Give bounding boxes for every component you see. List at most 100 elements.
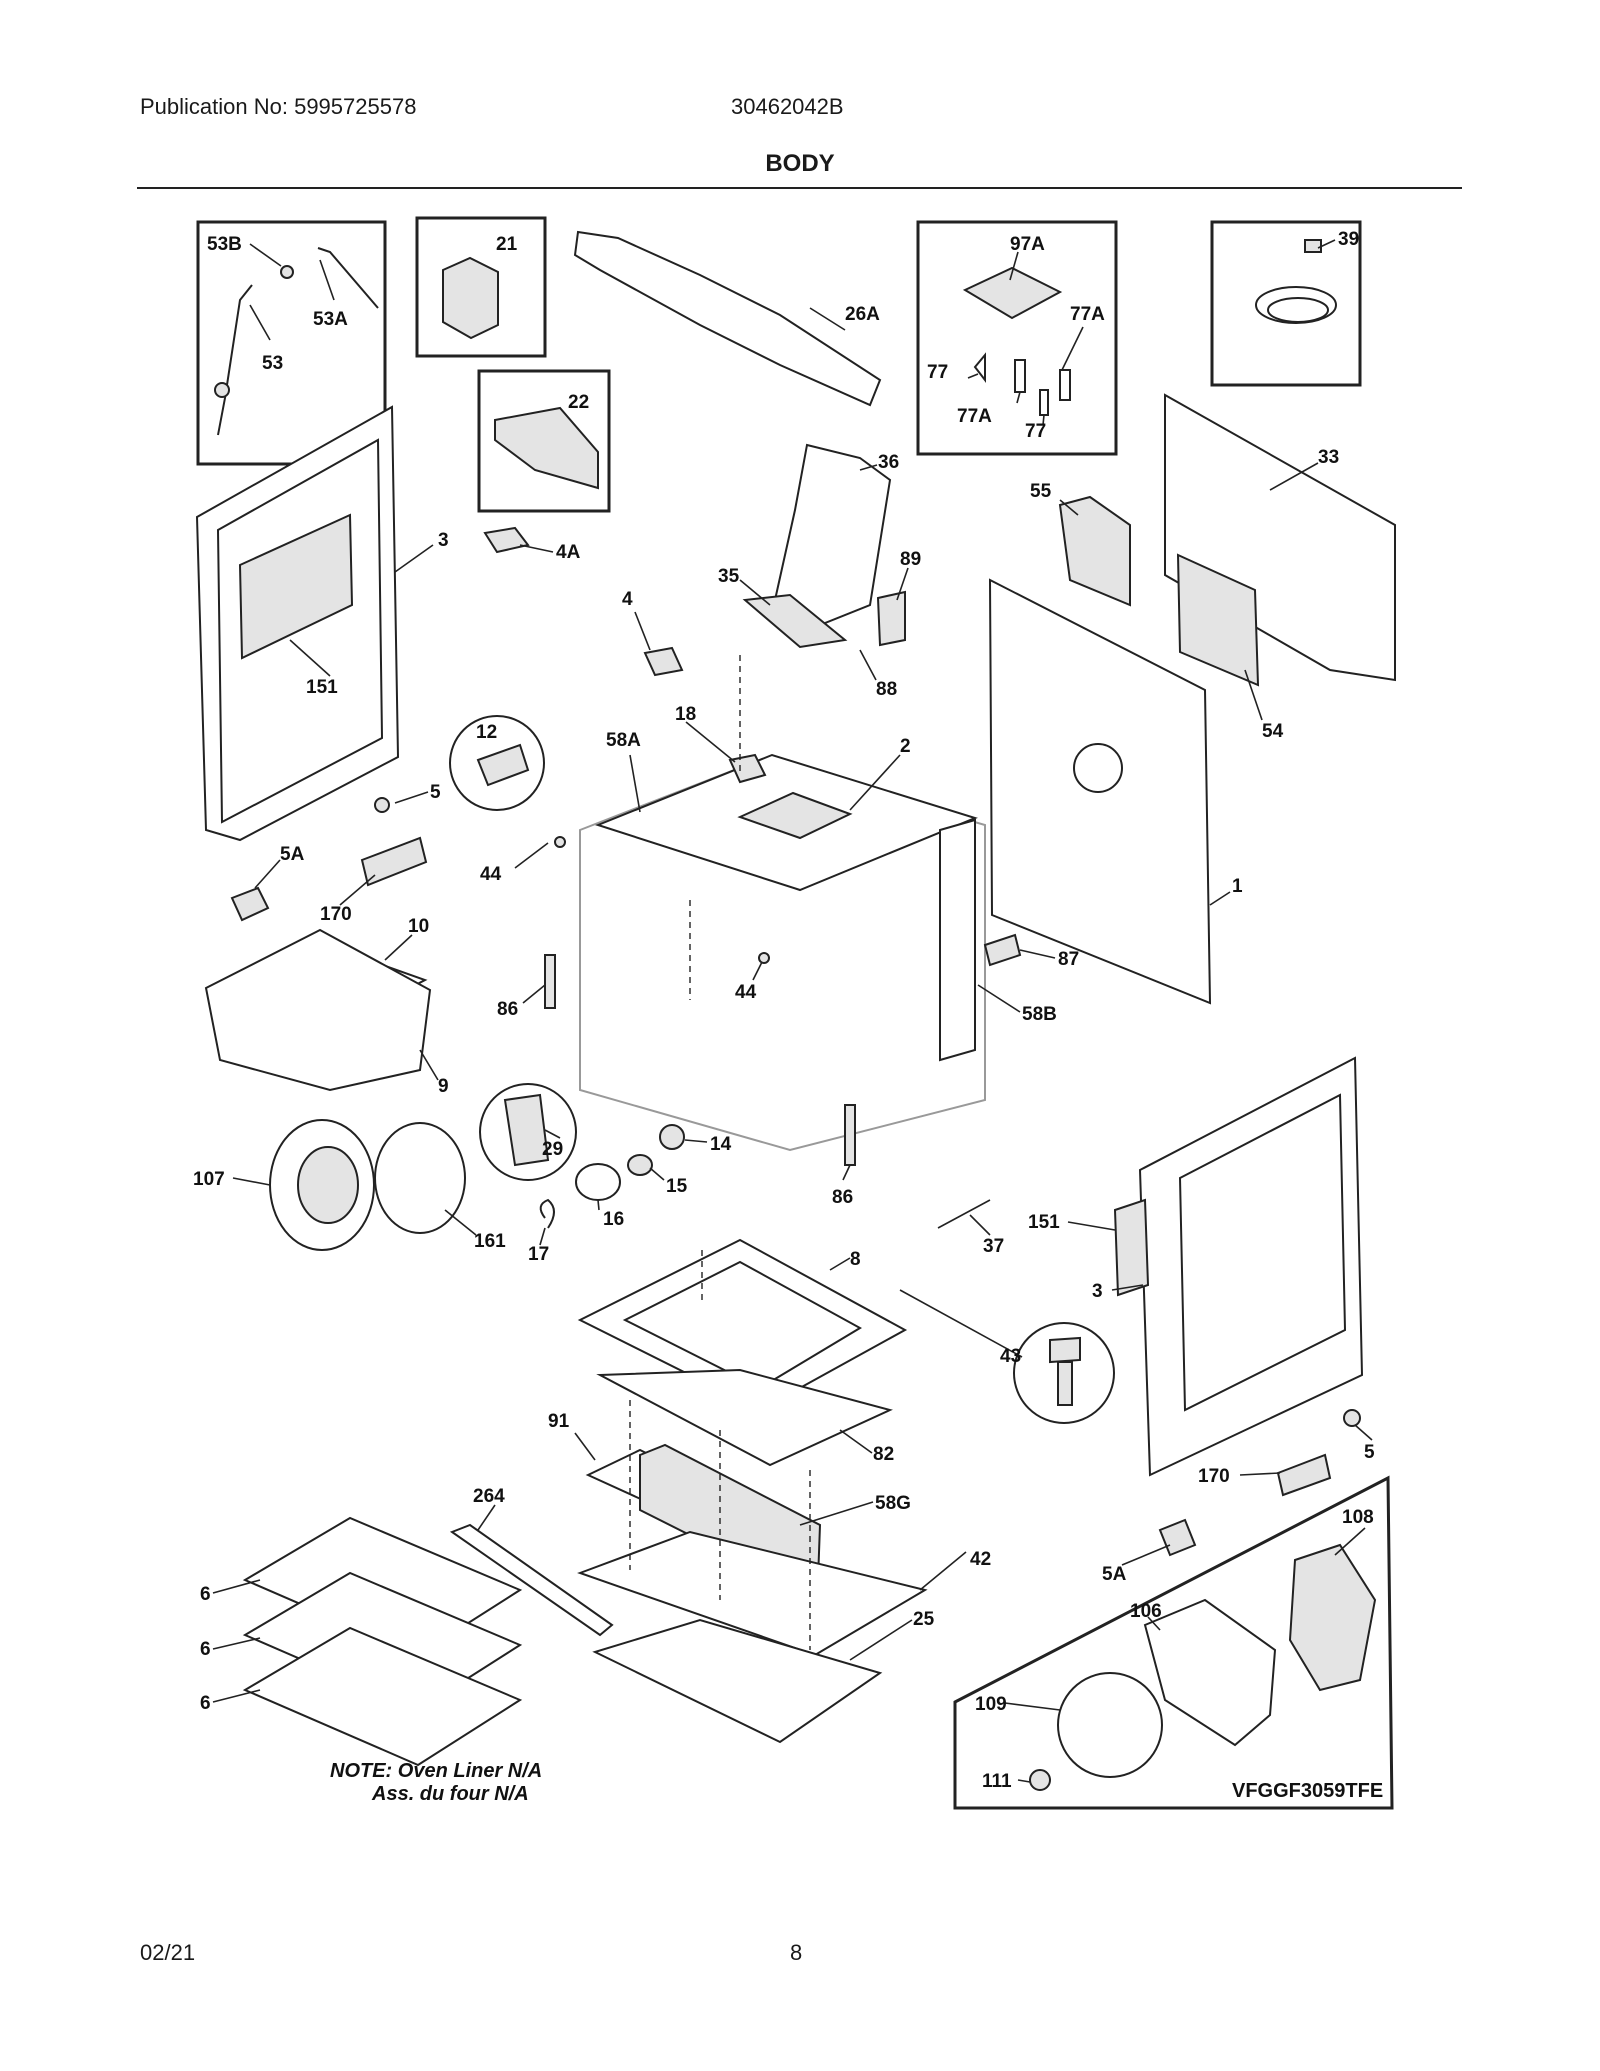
callout-3-right: 3 [1092,1281,1103,1302]
leader-line [1004,1702,1061,1711]
leader-line [212,1637,261,1650]
fan-cover-grille [297,1146,359,1224]
part-4A-bracket [483,526,530,554]
callout-151-left: 151 [306,677,338,698]
callout-42: 42 [970,1549,991,1570]
inset-box-convection-fan [953,1475,1394,1810]
leader-line [289,639,331,677]
leader-line [249,304,271,341]
connector-77-left [973,352,986,383]
leader-line [519,544,554,553]
leader-line [539,1227,546,1246]
trim-264 [449,1523,614,1637]
callout-35: 35 [718,566,740,587]
callout-29: 29 [542,1139,563,1160]
bracket-54 [1176,553,1260,687]
callout-37: 37 [983,1236,1004,1257]
inset-box-part-22 [477,369,611,513]
leader-line [384,934,413,961]
callout-44-left: 44 [480,864,502,885]
callout-53B: 53B [207,234,242,255]
callout-6-middle: 6 [200,1639,211,1660]
part-89 [876,590,906,647]
callout-58B: 58B [1022,1004,1057,1025]
leader-line [739,579,771,606]
power-cord-coil [1267,297,1329,323]
part-22-bracket [494,406,599,490]
igniter-12 [476,743,530,787]
leader-line [249,243,282,267]
probe-wire-53 [217,284,253,436]
note-oven-liner-fr: Ass. du four N/A [371,1783,529,1805]
screw-5-right [1343,1409,1361,1427]
leader-line [899,1289,1023,1358]
callout-109: 109 [975,1694,1007,1715]
burner-pan-9 [204,928,432,1092]
leader-line [444,1209,477,1236]
clip-17 [539,1198,555,1229]
leader-line [629,754,641,813]
leader-line [394,791,429,804]
callout-26A: 26A [845,304,880,325]
callout-6-top: 6 [200,1584,211,1605]
callout-264: 264 [473,1486,505,1507]
callout-89: 89 [900,549,921,570]
callout-6-bottom: 6 [200,1693,211,1714]
lamp-cover-16 [575,1163,621,1201]
insulation-plate-2 [737,791,853,840]
leader-line [799,1501,874,1526]
leader-line [1016,391,1021,404]
callout-77-right: 77 [1025,421,1046,442]
wire-37 [937,1199,991,1229]
rear-panel-fan-hole [1073,743,1123,793]
fan-blade-109 [1057,1672,1163,1778]
lamp-socket-29 [503,1093,550,1167]
callout-16: 16 [603,1209,624,1230]
rack-support-86-right [844,1104,856,1166]
callout-8: 8 [850,1249,861,1270]
bottom-shield-42 [577,1530,928,1657]
inset-box-control-board [916,220,1118,456]
gasket-35 [742,593,848,649]
screw-44-left [554,836,566,848]
callout-106: 106 [1130,1601,1162,1622]
convection-element-161 [374,1122,466,1234]
leader-line [1317,239,1336,249]
leader-line [254,859,281,889]
leader-line [212,1579,261,1594]
leader-line [849,754,901,811]
callout-1: 1 [1232,876,1243,897]
oven-rack-6-bottom [242,1626,523,1767]
leader-line [1354,1424,1373,1441]
callout-5A-left: 5A [280,844,305,865]
callout-54: 54 [1262,721,1284,742]
footer-date: 02/21 [140,1940,196,1965]
callout-97A: 97A [1010,234,1045,255]
hinge-receiver-5A-left [230,886,270,922]
leader-line [477,1504,496,1531]
callout-43: 43 [1000,1346,1021,1367]
part-18-bracket [728,753,767,784]
screw-44-right [758,952,770,964]
section-title: BODY [765,150,835,177]
leader-line [1059,499,1079,516]
callout-86-left: 86 [497,999,518,1020]
probe-connector-53 [214,382,230,398]
bottom-cover-25 [592,1618,883,1744]
callout-170-right: 170 [1198,1466,1230,1487]
callout-21: 21 [496,234,518,255]
callout-87: 87 [1058,949,1079,970]
hinge-170-left [360,836,428,887]
leader-line [394,544,434,573]
leader-line [1009,251,1019,281]
callout-5-left: 5 [430,782,441,803]
screw-5-left [374,797,390,813]
callout-55: 55 [1030,481,1052,502]
leader-line [1017,1779,1031,1783]
fan-bracket-106 [1143,1598,1277,1747]
callout-22: 22 [568,392,589,413]
callout-10: 10 [408,916,429,937]
callout-108: 108 [1342,1507,1374,1528]
leader-line [829,1257,851,1271]
